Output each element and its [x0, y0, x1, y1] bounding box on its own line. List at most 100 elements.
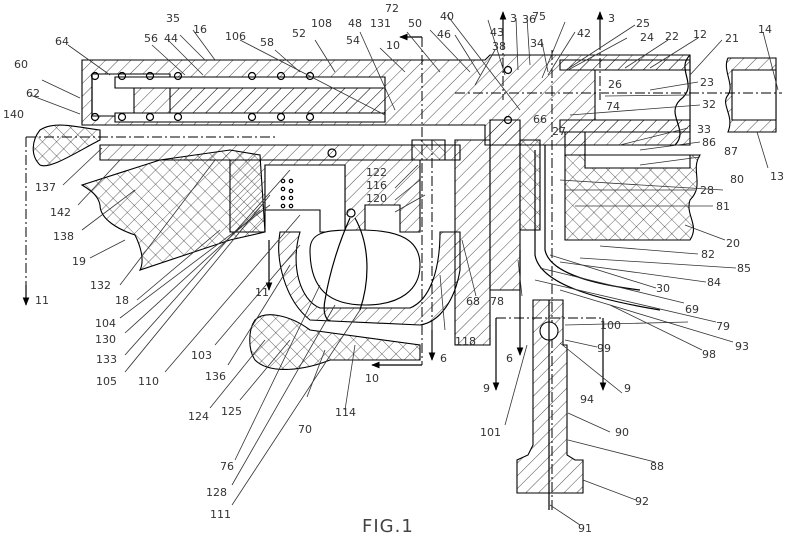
ref-label-43: 43	[490, 26, 504, 39]
ref-label-116: 116	[366, 179, 387, 192]
ref-label-140: 140	[3, 108, 24, 121]
ref-label-54: 54	[346, 34, 360, 47]
ref-label-66: 66	[533, 113, 547, 126]
ref-label-58: 58	[260, 36, 274, 49]
ref-label-124: 124	[188, 410, 209, 423]
ref-label-78: 78	[490, 295, 504, 308]
ref-label-34: 34	[530, 37, 544, 50]
ref-label-36: 36	[522, 13, 536, 26]
ref-label-88: 88	[650, 460, 664, 473]
ref-label-86: 86	[702, 136, 716, 149]
ref-label-3b: 3	[608, 12, 615, 25]
ref-label-75: 75	[532, 10, 546, 23]
ref-label-91: 91	[578, 522, 592, 535]
ref-label-56: 56	[144, 32, 158, 45]
ref-label-69: 69	[685, 303, 699, 316]
break-line	[674, 54, 691, 146]
ref-label-76: 76	[220, 460, 234, 473]
ref-label-30: 30	[656, 282, 670, 295]
ref-label-32: 32	[702, 98, 716, 111]
ref-label-23: 23	[700, 76, 714, 89]
ref-label-6-right: 6	[506, 352, 513, 365]
ref-label-137: 137	[35, 181, 56, 194]
barrel-far-bore	[731, 69, 777, 121]
finger-rest-124	[249, 314, 421, 370]
ref-label-68: 68	[466, 295, 480, 308]
ref-label-18: 18	[115, 294, 129, 307]
ref-label-80: 80	[730, 173, 744, 186]
ref-label-46: 46	[437, 28, 451, 41]
ref-label-52: 52	[292, 27, 306, 40]
barrel-tube-bottom	[559, 119, 691, 133]
ref-label-101: 101	[480, 426, 501, 439]
gas-channel-86	[584, 154, 691, 169]
ref-label-99: 99	[597, 342, 611, 355]
grip-frame-19	[80, 149, 266, 271]
ref-label-122: 122	[366, 166, 387, 179]
ref-label-105: 105	[96, 375, 117, 388]
gas-line-30	[544, 145, 641, 291]
ref-label-40: 40	[440, 10, 454, 23]
valve-body-78	[489, 119, 521, 291]
ref-label-44: 44	[164, 32, 178, 45]
ref-label-12: 12	[693, 28, 707, 41]
regulator-68	[519, 139, 541, 231]
front-block-27	[564, 131, 586, 156]
ref-label-22: 22	[665, 30, 679, 43]
ref-label-33: 33	[697, 123, 711, 136]
spring-coils	[90, 65, 513, 125]
ref-label-87: 87	[724, 145, 738, 158]
ref-label-19: 19	[72, 255, 86, 268]
reference-labels: 60 64 62 140 56 35 44 16 106 58 52 108 5…	[3, 2, 784, 537]
ref-label-98: 98	[702, 348, 716, 361]
trigger-pivot-pin	[346, 208, 356, 218]
ref-label-11-left: 11	[35, 294, 49, 307]
trigger-spring	[280, 178, 294, 209]
ref-label-14: 14	[758, 23, 772, 36]
ref-label-11-mid: 11	[255, 286, 269, 299]
ref-label-136: 136	[205, 370, 226, 383]
trigger-guard-114	[278, 231, 461, 326]
ref-label-103: 103	[191, 349, 212, 362]
ref-label-81: 81	[716, 200, 730, 213]
ref-label-111: 111	[210, 508, 231, 521]
frame-lower	[99, 144, 461, 161]
ref-label-142: 142	[50, 206, 71, 219]
ref-label-108: 108	[311, 17, 332, 30]
ref-label-82: 82	[701, 248, 715, 261]
leader-lines	[29, 14, 779, 526]
ref-label-130: 130	[95, 333, 116, 346]
ref-label-9-right: 9	[624, 382, 631, 395]
trigger-front-edge	[354, 217, 368, 311]
ref-label-92: 92	[635, 495, 649, 508]
ref-label-133: 133	[96, 353, 117, 366]
ref-label-79: 79	[716, 320, 730, 333]
ref-label-3a: 3	[510, 12, 517, 25]
ref-label-131: 131	[370, 17, 391, 30]
ref-label-21: 21	[725, 32, 739, 45]
sear-116	[411, 139, 446, 161]
ref-label-120: 120	[366, 192, 387, 205]
figure-title: FIG.1	[362, 516, 414, 537]
ref-label-132: 132	[90, 279, 111, 292]
ref-label-70: 70	[298, 423, 312, 436]
ref-label-85: 85	[737, 262, 751, 275]
ref-label-35: 35	[166, 12, 180, 25]
ref-label-93: 93	[735, 340, 749, 353]
ref-label-110: 110	[138, 375, 159, 388]
ref-label-125: 125	[221, 405, 242, 418]
ref-label-114: 114	[335, 406, 356, 419]
gas-line-69	[534, 150, 661, 311]
ref-label-26: 26	[608, 78, 622, 91]
ref-label-10-top: 10	[386, 39, 400, 52]
ref-label-128: 128	[206, 486, 227, 499]
ref-label-60: 60	[14, 58, 28, 71]
ref-label-20: 20	[726, 237, 740, 250]
ref-label-64: 64	[55, 35, 69, 48]
ref-label-104: 104	[95, 317, 116, 330]
ref-label-27: 27	[552, 125, 566, 138]
sear-cavity	[264, 164, 346, 233]
bolt-44	[133, 87, 386, 114]
ref-label-118: 118	[455, 335, 476, 348]
